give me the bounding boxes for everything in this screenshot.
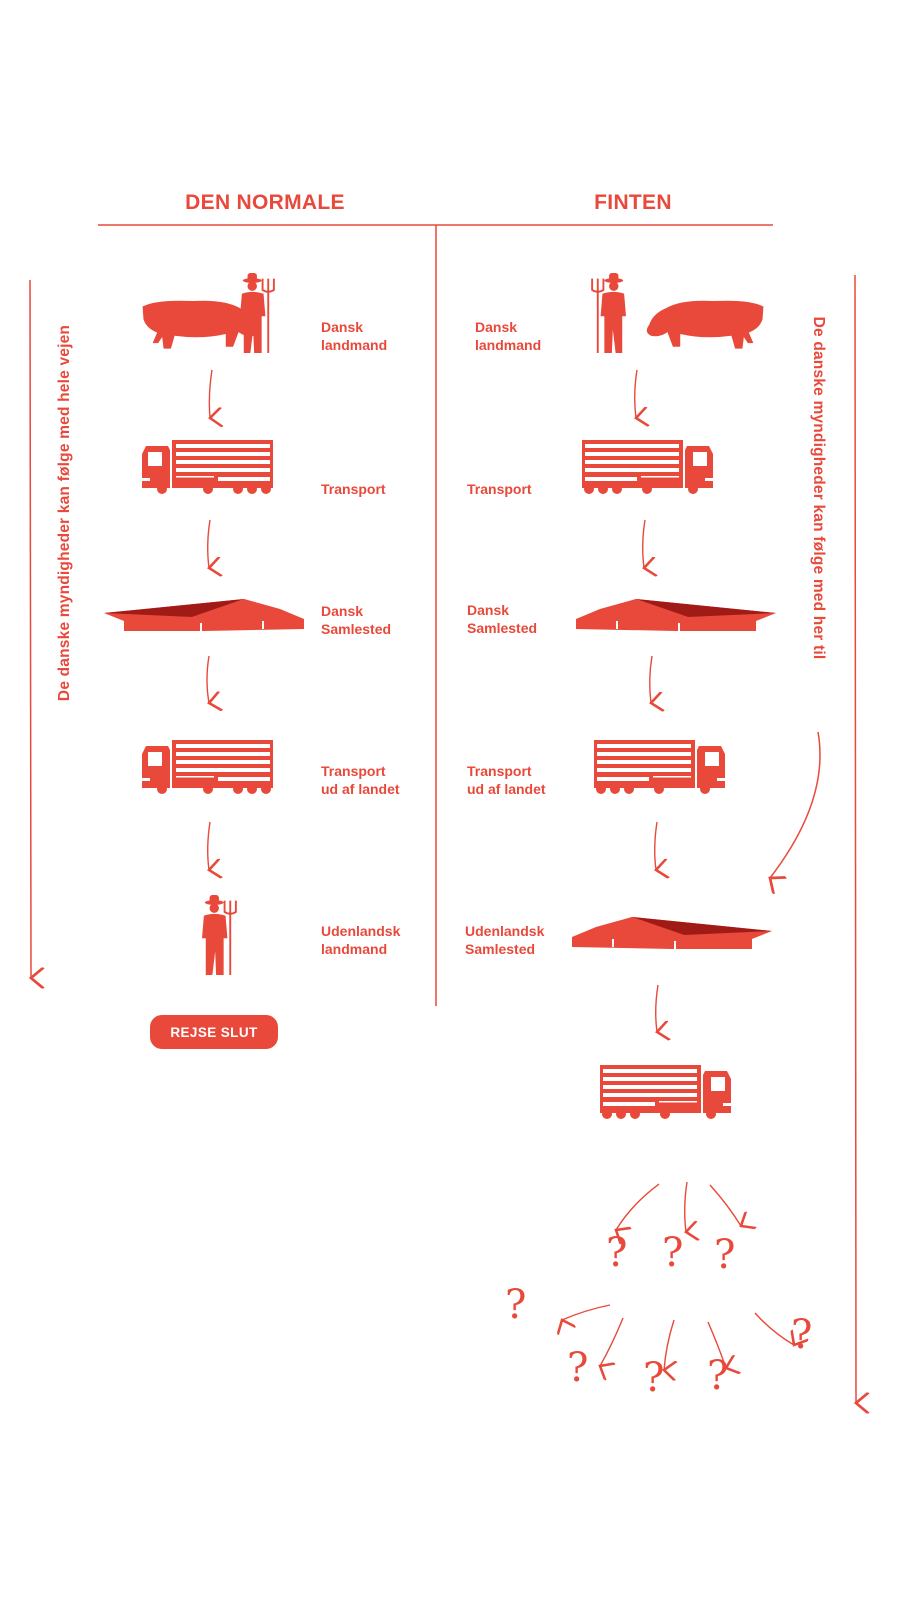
flow-arrow <box>209 369 212 418</box>
truck-icon <box>592 740 727 795</box>
step-label: Transport ud af landet <box>467 763 546 797</box>
right-tracking-arrow <box>855 274 856 1403</box>
question-mark-icon: ? <box>791 1312 813 1358</box>
step-label: Transport <box>321 481 386 497</box>
farmer-icon <box>590 273 630 353</box>
step-label: Transport <box>467 481 532 497</box>
step-label: Udenlandsk landmand <box>321 923 401 957</box>
dispersal-arrow <box>562 1304 611 1320</box>
flow-arrow <box>208 519 210 568</box>
step-label: Dansk landmand <box>475 319 542 353</box>
flow-arrow <box>655 821 657 870</box>
step-label: Transport ud af landet <box>321 763 400 797</box>
truck-icon <box>140 440 275 495</box>
step-label: Dansk landmand <box>321 319 388 353</box>
question-mark-icon: ? <box>714 1232 736 1278</box>
dispersal-arrow <box>616 1183 660 1230</box>
flow-arrow <box>635 369 637 418</box>
collection-point-icon <box>576 597 776 635</box>
dispersal-arrow <box>709 1184 741 1226</box>
dispersal-arrow <box>754 1312 794 1345</box>
flow-arrow <box>206 655 209 703</box>
flow-arrow <box>650 655 652 703</box>
pig-icon <box>640 295 768 351</box>
flow-arrow <box>643 519 645 568</box>
question-mark-icon: ? <box>707 1353 729 1399</box>
collection-point-icon <box>104 597 304 635</box>
journey-end-button[interactable]: REJSE SLUT <box>150 1015 278 1049</box>
truck-icon <box>598 1065 733 1120</box>
question-mark-icon: ? <box>643 1355 665 1401</box>
dispersal-arrow <box>664 1319 674 1370</box>
flow-arrow <box>208 821 210 870</box>
question-mark-icon: ? <box>662 1230 684 1276</box>
dispersal-arrow <box>707 1321 726 1368</box>
left-tracking-arrow <box>30 279 31 978</box>
collection-point-icon <box>572 915 772 953</box>
left-side-note: De danske myndigheder kan følge med hele… <box>56 324 73 702</box>
column-title-normal: DEN NORMALE <box>185 191 345 214</box>
dispersal-arrow <box>685 1181 687 1232</box>
farmer-icon <box>198 895 238 975</box>
step-label: Udenlandsk Samlested <box>465 923 545 957</box>
right-side-note: De danske myndigheder kan følge med her … <box>810 316 827 660</box>
flow-arrow <box>656 984 658 1032</box>
curved-arrow-tracking-end <box>770 731 821 878</box>
dispersal-arrow <box>600 1317 624 1366</box>
question-mark-icon: ? <box>606 1230 628 1276</box>
farmer-icon <box>236 273 276 353</box>
column-title-finten: FINTEN <box>594 191 672 214</box>
step-label: Dansk Samlested <box>321 603 392 637</box>
question-mark-icon: ? <box>567 1345 589 1391</box>
step-label: Dansk Samlested <box>467 602 538 636</box>
truck-icon <box>580 440 715 495</box>
truck-icon <box>140 740 275 795</box>
question-mark-icon: ? <box>505 1282 527 1328</box>
